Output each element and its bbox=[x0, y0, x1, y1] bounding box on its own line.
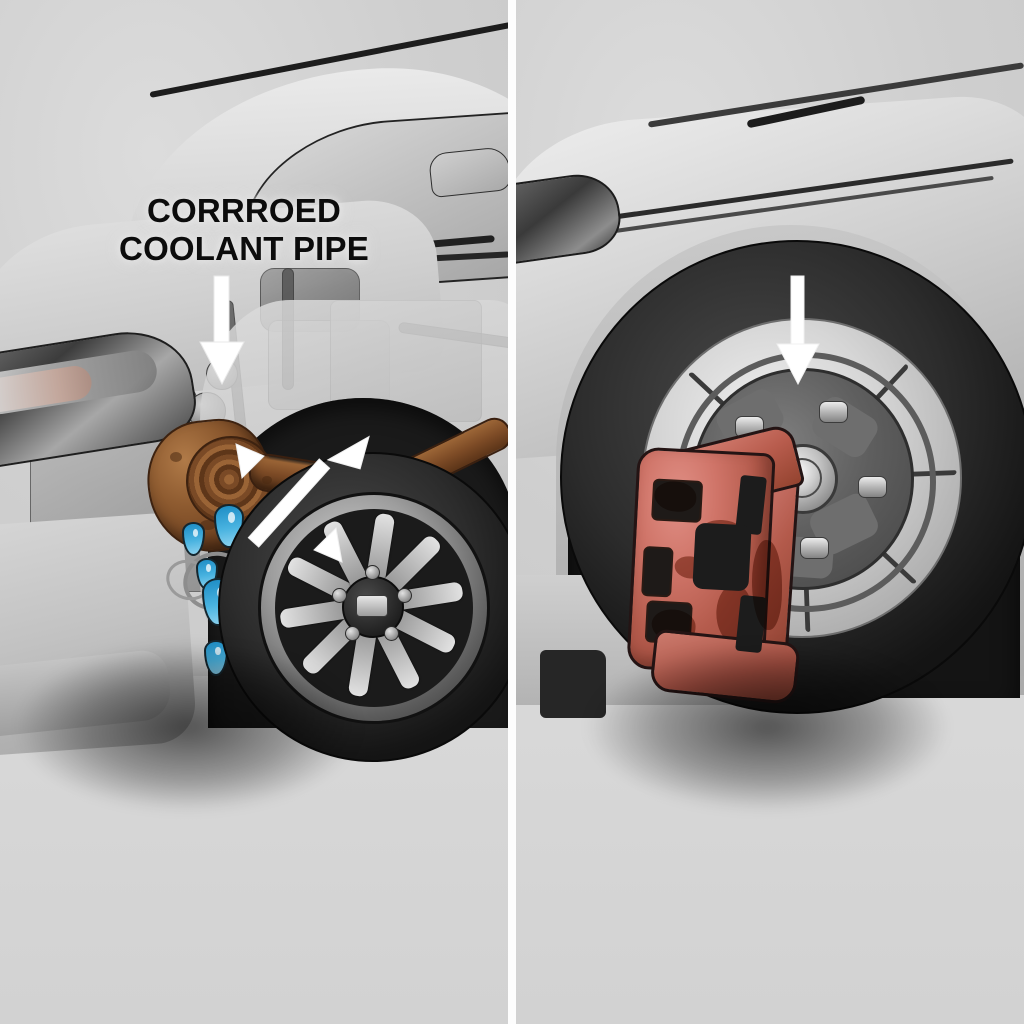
wheel-stud bbox=[858, 476, 888, 499]
wheel-stud bbox=[799, 536, 829, 559]
label-corroded-coolant-pipe: CORRROED COOLANT PIPE bbox=[119, 192, 369, 268]
callout-arrow-down-icon bbox=[776, 275, 820, 386]
wheel-stud bbox=[818, 401, 848, 424]
callout-arrow-down-icon bbox=[199, 275, 245, 386]
lug-nut bbox=[332, 587, 348, 603]
caliper-piston-cavity bbox=[692, 522, 752, 592]
panel-corroded-coolant-pipe: CORRROED COOLANT PIPE bbox=[0, 0, 508, 1024]
car-shadow bbox=[0, 614, 417, 840]
rust-fleck bbox=[200, 520, 216, 530]
rust-fleck bbox=[170, 452, 182, 462]
panel-divider bbox=[508, 0, 516, 1024]
side-mirror bbox=[427, 145, 508, 199]
lug-nut bbox=[364, 564, 380, 580]
rust-fleck bbox=[262, 476, 272, 484]
lug-nut bbox=[396, 587, 412, 603]
panel-seized-rear-caliper: SEIZED REAR CALIPER bbox=[516, 0, 1024, 1024]
car-shadow bbox=[526, 614, 1009, 840]
caliper-window bbox=[641, 545, 674, 598]
callout-arrow-diagonal-icon bbox=[235, 435, 370, 563]
